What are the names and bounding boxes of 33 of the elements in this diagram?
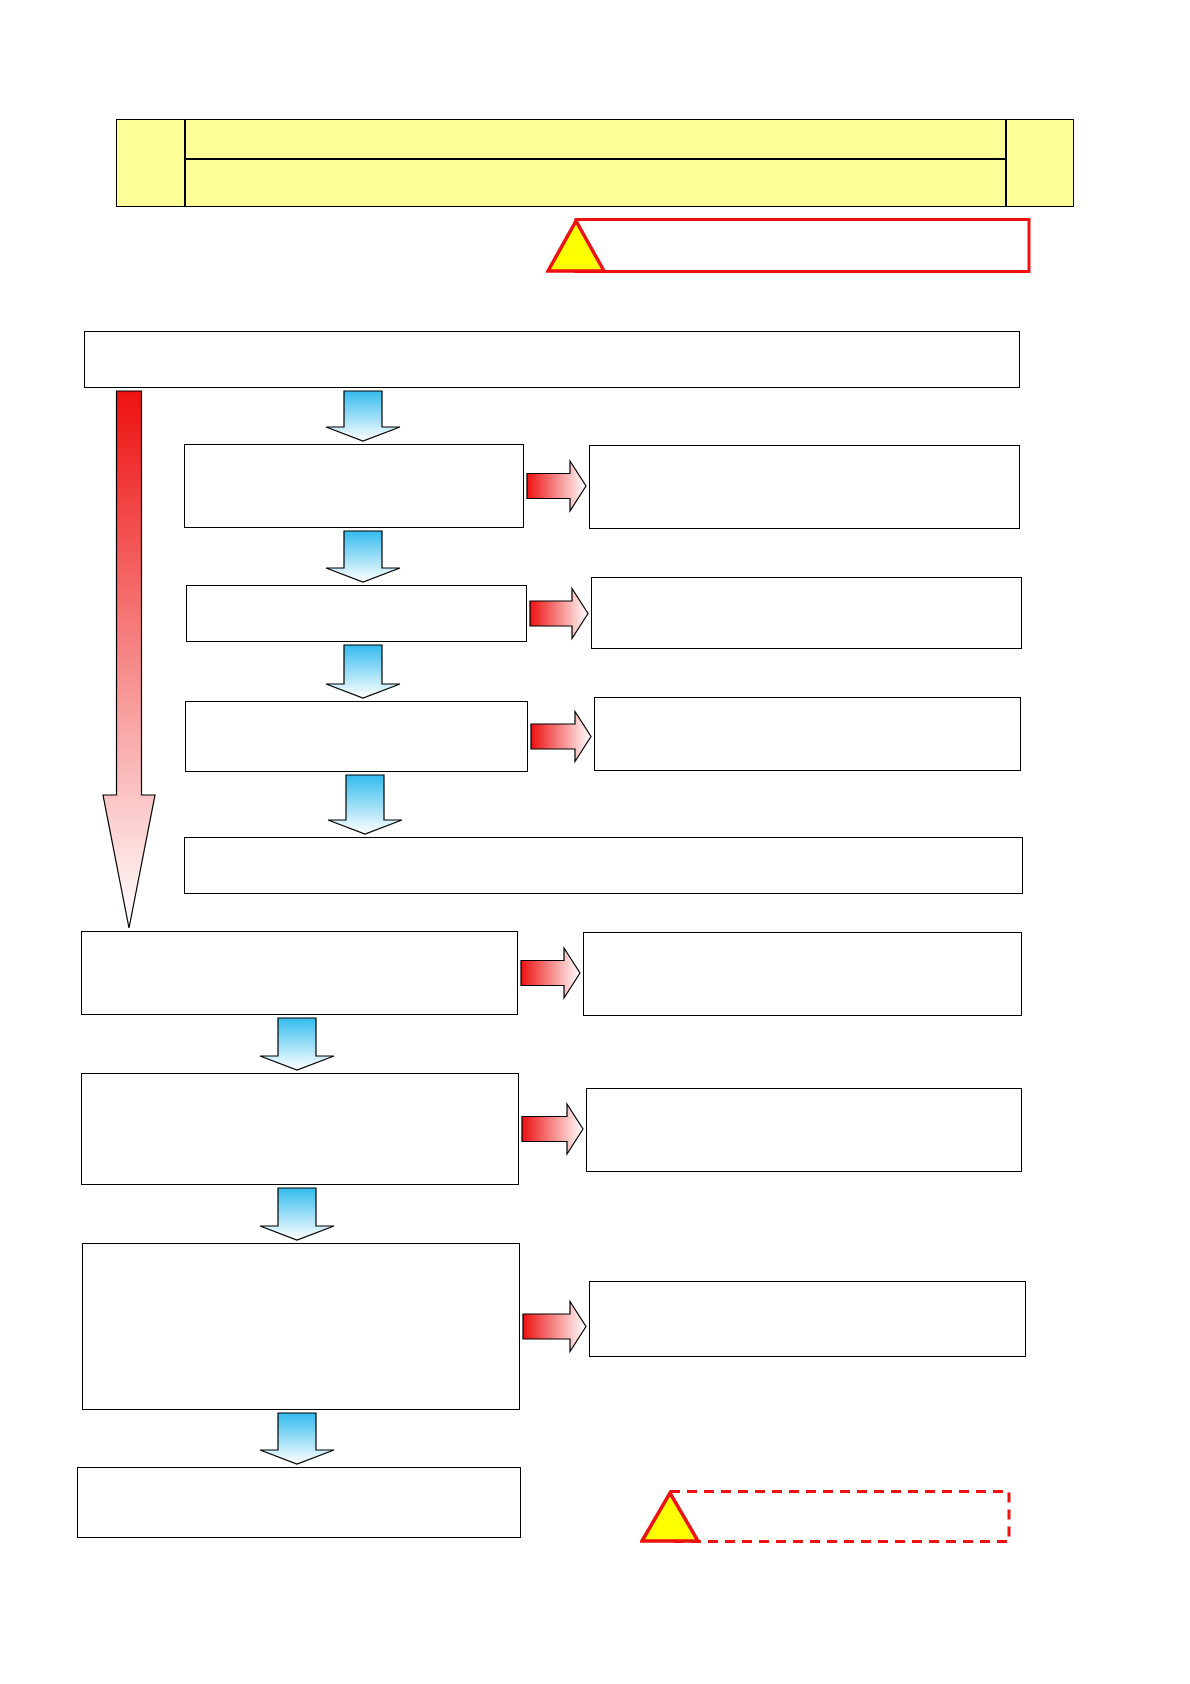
process-box: [594, 697, 1021, 771]
process-box: [184, 837, 1023, 894]
block-arrow: [529, 586, 589, 641]
table-cell: [185, 159, 1006, 207]
process-box: [589, 1281, 1026, 1357]
process-box: [184, 444, 524, 528]
block-arrow: [259, 1187, 335, 1241]
block-arrow: [522, 1299, 587, 1354]
block-arrow: [259, 1017, 335, 1071]
block-arrow: [325, 530, 401, 583]
process-box: [82, 1243, 520, 1410]
process-box: [185, 701, 528, 772]
block-arrow: [102, 390, 156, 929]
block-arrow: [521, 1101, 584, 1157]
block-arrow: [327, 774, 403, 835]
process-box: [586, 1088, 1022, 1172]
block-arrow: [526, 458, 587, 514]
block-arrow: [259, 1412, 335, 1465]
process-box: [186, 585, 527, 642]
block-arrow: [520, 945, 581, 1001]
table-cell: [185, 119, 1006, 159]
process-box: [77, 1467, 521, 1538]
process-box: [589, 445, 1020, 529]
warning-callout: [640, 1490, 1011, 1543]
process-box: [81, 1073, 519, 1185]
block-arrow: [530, 709, 592, 764]
process-box: [591, 577, 1022, 649]
block-arrow: [325, 390, 401, 442]
warning-callout: [546, 218, 1031, 273]
process-box: [81, 931, 518, 1015]
process-box: [583, 932, 1022, 1016]
block-arrow: [325, 644, 401, 699]
process-box: [84, 331, 1020, 388]
